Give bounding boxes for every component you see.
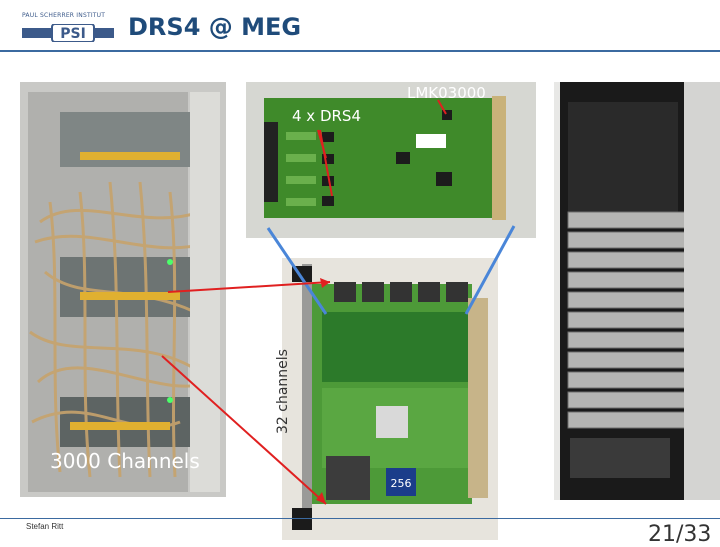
psi-logo: PAUL SCHERRER INSTITUT PSI (22, 12, 114, 46)
institute-text: PAUL SCHERRER INSTITUT (22, 12, 106, 19)
footer-divider (0, 518, 720, 519)
page-title: DRS4 @ MEG (128, 13, 302, 41)
vme-card-photo: 256 (282, 258, 498, 540)
title-divider (0, 50, 720, 52)
right-rack-photo (554, 82, 720, 500)
left-rack-photo (20, 82, 226, 497)
logo-text: PSI (60, 26, 86, 42)
drs4-label: 4 x DRS4 (292, 107, 361, 125)
lmk-label: LMK03000 (407, 84, 486, 102)
drs4-board-photo (246, 82, 536, 238)
psi-logo-bar: PSI (22, 24, 114, 42)
channels-total-label: 3000 Channels (50, 449, 200, 473)
channels-card-label: 32 channels (275, 349, 291, 434)
svg-text:256: 256 (391, 477, 412, 490)
page-number: 21/33 (648, 522, 712, 547)
footer-author: Stefan Ritt (26, 522, 64, 531)
